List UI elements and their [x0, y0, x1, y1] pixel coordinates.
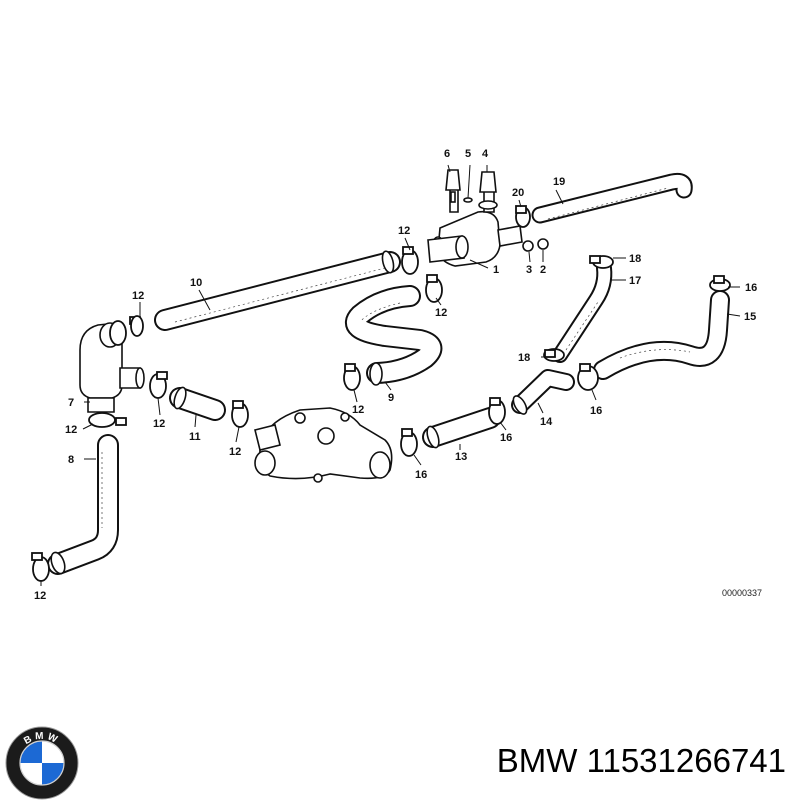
- callout-4: 4: [482, 148, 489, 160]
- footer: BMW BMW 11531266741: [0, 700, 800, 800]
- washer-2-3: [522, 238, 549, 252]
- gasket-5: [463, 197, 473, 203]
- part-number: 11531266741: [586, 742, 786, 779]
- hose-13: [422, 407, 501, 449]
- callout-12d: 12: [153, 418, 165, 430]
- hose-10: [154, 250, 401, 331]
- callout-9: 9: [388, 392, 394, 404]
- sensor-6: [445, 169, 461, 203]
- callout-12h: 12: [34, 590, 46, 602]
- callout-8: 8: [68, 454, 74, 466]
- hose-9: [345, 285, 443, 386]
- hose-17: [552, 260, 613, 363]
- callout-18b: 18: [518, 352, 530, 364]
- callout-10: 10: [190, 277, 202, 289]
- callout-16d: 16: [415, 469, 427, 481]
- diagram-reference-code: 00000337: [722, 588, 762, 598]
- callout-12f: 12: [352, 404, 364, 416]
- callout-2: 2: [540, 264, 546, 276]
- callout-16a: 16: [745, 282, 757, 294]
- callout-7: 7: [68, 397, 74, 409]
- hose-19: [531, 172, 693, 224]
- callout-12g: 12: [65, 424, 77, 436]
- callout-17: 17: [629, 275, 641, 287]
- hose-8: [47, 434, 119, 575]
- callout-3: 3: [526, 264, 532, 276]
- hose-11: [169, 386, 226, 421]
- bmw-logo-letters: BMW: [22, 731, 58, 747]
- sensor-4: [478, 171, 498, 210]
- callout-12a: 12: [132, 290, 144, 302]
- hose-14: [511, 369, 575, 415]
- callout-6: 6: [444, 148, 450, 160]
- callout-5: 5: [465, 148, 471, 160]
- svg-text:BMW: BMW: [22, 731, 61, 747]
- hose-clamps: [31, 205, 731, 582]
- callout-13: 13: [455, 451, 467, 463]
- bmw-roundel-icon: BMW: [5, 726, 79, 800]
- hose-15: [593, 290, 730, 380]
- callout-labels: 1 2 3 4 5 6 7 8 9 10 11 12 12 12 12 12 1…: [34, 148, 762, 602]
- water-pump: [254, 407, 393, 483]
- callout-16b: 16: [590, 405, 602, 417]
- callout-20: 20: [512, 187, 524, 199]
- coolant-distribution-housing: [427, 184, 523, 267]
- callout-12c: 12: [435, 307, 447, 319]
- callout-1: 1: [493, 264, 499, 276]
- callout-12e: 12: [229, 446, 241, 458]
- callout-16c: 16: [500, 432, 512, 444]
- callout-14: 14: [540, 416, 553, 428]
- callout-18a: 18: [629, 253, 641, 265]
- brand-name: BMW: [496, 742, 578, 779]
- callout-12b: 12: [398, 225, 410, 237]
- leader-lines: [40, 164, 741, 586]
- callout-11: 11: [189, 431, 201, 443]
- callout-15: 15: [744, 311, 756, 323]
- callout-19: 19: [553, 176, 565, 188]
- part-caption: BMW 11531266741: [497, 742, 786, 780]
